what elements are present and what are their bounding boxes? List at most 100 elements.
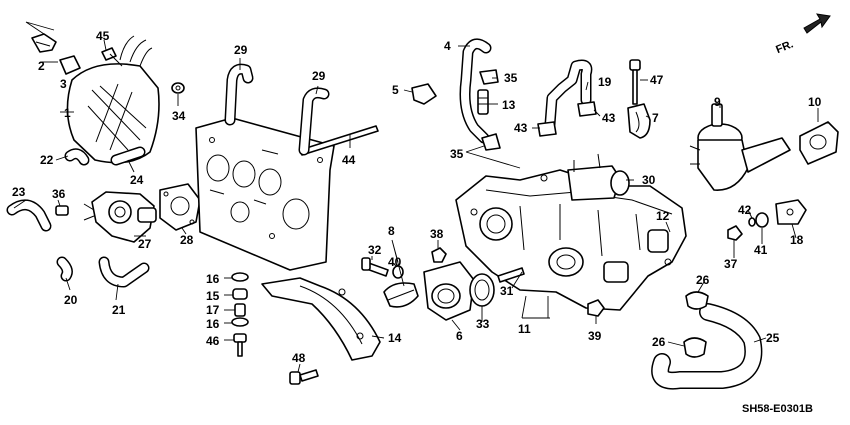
clip-part <box>411 83 437 105</box>
nut-part <box>727 225 743 241</box>
hose-part <box>298 87 330 156</box>
hose-clamp-part <box>683 337 707 358</box>
callout-label: 42 <box>738 203 752 217</box>
bolt-part <box>289 369 319 385</box>
callout-label: 4 <box>444 39 451 53</box>
callout-label: 28 <box>180 233 194 247</box>
callout-label: 19 <box>598 75 612 89</box>
gasket-part <box>799 121 839 165</box>
washer-part <box>171 82 185 94</box>
callout-label: 32 <box>368 243 382 257</box>
callout-label: 35 <box>450 147 464 161</box>
hose-part <box>544 59 593 130</box>
callout-label: 34 <box>172 109 186 123</box>
clip-part <box>537 121 557 137</box>
hose-part <box>224 63 254 126</box>
clip-part <box>481 133 501 151</box>
grommet-part <box>232 288 248 300</box>
callout-label: 29 <box>234 43 248 57</box>
hose-part <box>110 146 146 166</box>
bolt-part <box>629 59 641 105</box>
nut-part <box>431 247 447 263</box>
bracket-part <box>775 199 807 225</box>
callout-label: 36 <box>52 187 66 201</box>
callout-label: 13 <box>502 98 516 112</box>
air-cleaner-cover-part <box>66 35 160 164</box>
callout-label: 33 <box>476 317 490 331</box>
callout-label: 38 <box>430 227 444 241</box>
callout-label: 47 <box>650 73 664 87</box>
callout-label: 44 <box>342 153 356 167</box>
bolt-part <box>31 33 57 53</box>
hose-clamp-part <box>685 291 709 310</box>
valve-assembly-part <box>83 191 157 243</box>
hose-part <box>64 148 90 166</box>
coolant-hose-part <box>651 303 763 390</box>
gasket-part <box>469 273 495 307</box>
callout-label: 25 <box>766 331 780 345</box>
hose-part <box>459 38 492 144</box>
callout-label: 43 <box>602 111 616 125</box>
callout-label: 9 <box>714 95 721 109</box>
callout-label: 16 <box>206 272 220 286</box>
callout-label: 3 <box>60 77 67 91</box>
bracket-part <box>261 277 381 361</box>
bolt-part <box>361 257 389 277</box>
callout-label: 48 <box>292 351 306 365</box>
callout-label: 22 <box>40 153 54 167</box>
callout-label: 2 <box>38 59 45 73</box>
front-direction-arrow-icon <box>803 13 831 34</box>
nut-part <box>587 299 605 317</box>
callout-label: 1 <box>64 106 71 120</box>
leader-lines <box>13 21 819 373</box>
clip-part <box>479 69 499 85</box>
callout-label: 26 <box>696 273 710 287</box>
callout-label: 14 <box>388 331 402 345</box>
callout-label: 16 <box>206 317 220 331</box>
callout-labels: 1 2 3 4 5 6 7 8 9 10 11 12 13 14 15 16 1… <box>12 29 822 365</box>
washer-part <box>231 272 249 282</box>
callout-label: 6 <box>456 329 463 343</box>
fuel-pump-part <box>689 103 791 191</box>
callout-label: 24 <box>130 173 144 187</box>
front-direction-label: FR. <box>774 38 795 56</box>
callout-label: 35 <box>504 71 518 85</box>
thermostat-housing-part <box>423 261 475 321</box>
callout-label: 5 <box>392 83 399 97</box>
callout-label: 23 <box>12 185 26 199</box>
callout-label: 18 <box>790 233 804 247</box>
callout-label: 8 <box>388 224 395 238</box>
hose-part <box>56 256 73 282</box>
washer-part <box>392 265 404 279</box>
callout-label: 12 <box>656 209 670 223</box>
callout-label: 41 <box>754 243 768 257</box>
washer-part <box>231 317 249 327</box>
callout-label: 26 <box>652 335 666 349</box>
callout-label: 10 <box>808 95 822 109</box>
fitting-part <box>477 89 489 115</box>
callout-label: 37 <box>724 257 738 271</box>
callout-label: 29 <box>312 69 326 83</box>
callout-label: 43 <box>514 121 528 135</box>
solenoid-valve-part <box>567 153 630 201</box>
gasket-part <box>159 183 201 231</box>
hose-part <box>98 256 150 288</box>
callout-label: 46 <box>206 334 220 348</box>
bolt-part <box>55 205 69 216</box>
callout-label: 17 <box>206 303 220 317</box>
callout-label: 20 <box>64 293 78 307</box>
callout-label: 7 <box>652 111 659 125</box>
washer-part <box>755 212 769 228</box>
callout-label: 15 <box>206 289 220 303</box>
bolt-part <box>233 333 247 357</box>
bolt-part <box>101 47 123 67</box>
stud-part <box>497 267 525 283</box>
callout-label: 30 <box>642 173 656 187</box>
callout-label: 45 <box>96 29 110 43</box>
insulator-plate-part <box>195 117 335 271</box>
bracket-clip-part <box>627 103 651 139</box>
clip-part <box>577 101 597 117</box>
callout-label: 21 <box>112 303 126 317</box>
callout-label: 40 <box>388 255 402 269</box>
